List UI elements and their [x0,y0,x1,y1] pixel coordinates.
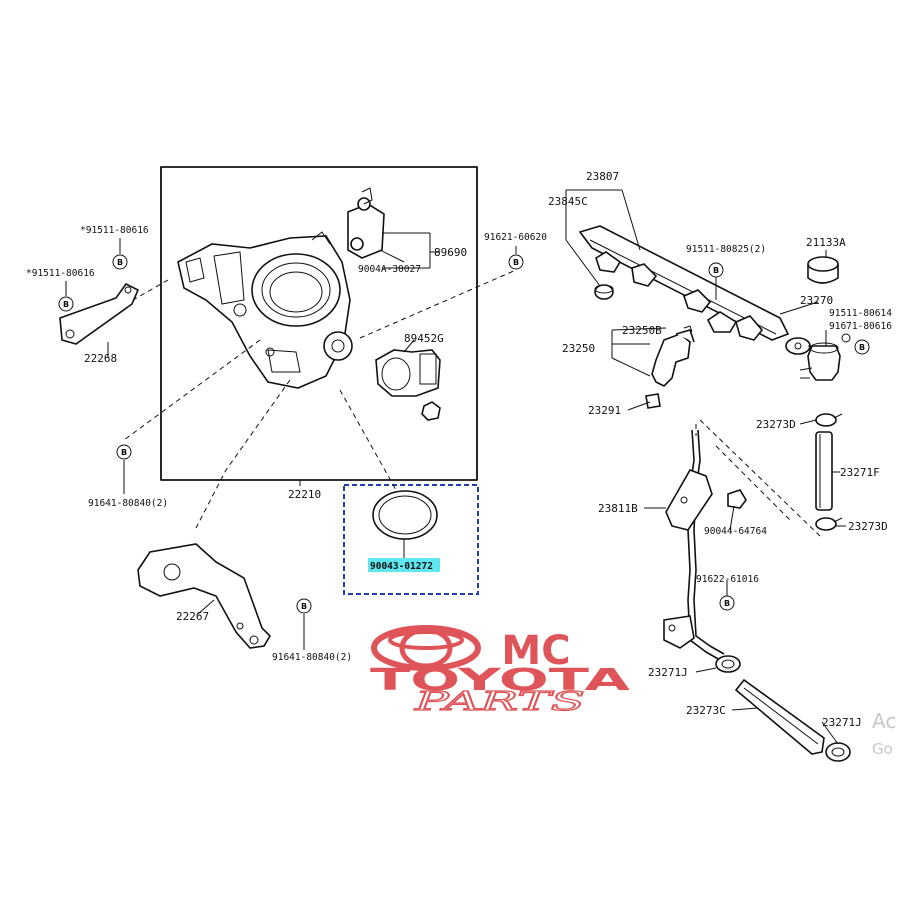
part-label-91671-80616[interactable]: 91671-80616 [829,321,892,332]
part-label-23271f[interactable]: 23271F [840,466,880,479]
part-label-23271j-upper[interactable]: 23271J [648,666,688,679]
leader-pipe-clip [715,445,791,521]
throttle-body-gasket[interactable] [372,490,438,540]
part-label-91621-60620[interactable]: 91621-60620 [484,232,547,243]
part-label-89690[interactable]: 89690 [434,246,467,259]
part-label-23807[interactable]: 23807 [586,170,619,183]
bolt-marker-icon: B [708,262,724,278]
idle-speed-control-valve[interactable] [347,187,440,269]
svg-text:B: B [301,602,307,611]
fuel-rail-insulator[interactable] [594,284,614,300]
bolt-marker-icon: B [58,296,74,312]
clip-90044-64764[interactable] [727,489,747,509]
part-label-23250b[interactable]: 23250B [622,324,662,337]
activation-notice-line1: Ac [872,709,896,733]
watermark: MC TOYOTA PARTS [370,625,632,718]
part-label-23250[interactable]: 23250 [562,342,595,355]
part-label-91511-80825[interactable]: 91511-80825(2) [686,244,766,255]
part-label-91511-80614[interactable]: 91511-80614 [829,308,892,319]
bolt-marker-icon: B [719,595,735,611]
svg-text:B: B [121,448,127,457]
part-label-23271j-lower[interactable]: 23271J [822,716,862,729]
svg-text:B: B [63,300,69,309]
bracket-22268[interactable] [59,282,140,345]
part-label-23273d-upper[interactable]: 23273D [756,418,796,431]
leader-bolt-left [123,339,261,441]
svg-text:B: B [713,266,719,275]
part-label-21133a[interactable]: 21133A [806,236,846,249]
fuel-pipe-23811b[interactable] [663,429,725,661]
svg-text:B: B [117,258,123,267]
part-number-highlight [368,558,440,572]
hose-clamp-lower[interactable] [815,517,843,531]
watermark-brand: MC [501,628,570,674]
throttle-body-group-box [160,166,478,481]
part-label-23270[interactable]: 23270 [800,294,833,307]
fuel-hose-23271f[interactable] [815,431,833,511]
gasket-highlight-box [343,484,479,595]
bolt-marker-icon: B [296,598,312,614]
part-label-91622-61016[interactable]: 91622-61016 [696,574,759,585]
fuel-injector[interactable] [645,325,695,409]
toyota-logo-icon [371,625,481,671]
part-label-23273c[interactable]: 23273C [686,704,726,717]
svg-text:B: B [513,258,519,267]
leader-throttle-to-bracket [195,379,291,529]
hose-clamp-upper[interactable] [815,413,843,427]
part-label-91641-80840-lower[interactable]: 91641-80840(2) [272,652,352,663]
hose-clamp-23271j-lower[interactable] [825,742,851,762]
label-leaders [65,189,846,745]
hose-clamp-23271j-upper[interactable] [715,655,741,673]
part-label-90044-64764[interactable]: 90044-64764 [704,526,767,537]
bolt-marker-icon: B [508,254,524,270]
throttle-body[interactable] [177,231,353,389]
part-label-22267[interactable]: 22267 [176,610,209,623]
bolt-markers: B B B B B B B B [58,254,870,614]
cap-21133a[interactable] [807,256,839,284]
leader-throttle-to-gasket [339,389,397,491]
part-label-91641-80840-upper[interactable]: 91641-80840(2) [88,498,168,509]
part-label-90043-01272[interactable]: 90043-01272 [370,561,433,572]
svg-text:B: B [724,599,730,608]
fuel-delivery-pipe[interactable] [578,225,811,355]
fuel-hose-23273c[interactable] [734,678,825,755]
part-label-91511-80616-lower[interactable]: *91511-80616 [26,268,95,279]
part-label-23291[interactable]: 23291 [588,404,621,417]
part-label-9004a-30027[interactable]: 9004A-30027 [358,264,421,275]
part-label-23845c[interactable]: 23845C [548,195,588,208]
bracket-22267[interactable] [137,543,272,649]
part-label-89452g[interactable]: 89452G [404,332,444,345]
part-label-91511-80616-upper[interactable]: *91511-80616 [80,225,149,236]
throttle-position-sensor[interactable] [375,349,441,421]
part-label-23811b[interactable]: 23811B [598,502,638,515]
part-labels: 23807 23845C 91511-80825(2) 21133A 23270… [26,170,892,729]
leader-bolt-right [359,269,517,339]
leader-23270 [779,301,819,315]
bolt-marker-icon: B [116,444,132,460]
watermark-line1: TOYOTA [370,663,632,698]
watermark-line2: PARTS [413,687,585,717]
svg-text:B: B [859,343,865,352]
leader-pipe-to-hose [699,419,821,537]
part-label-23273d-lower[interactable]: 23273D [848,520,888,533]
part-label-22210[interactable]: 22210 [288,488,321,501]
activation-notice-line2: Go [872,740,893,758]
bolt-marker-icon: B [854,339,870,355]
part-label-22268[interactable]: 22268 [84,352,117,365]
fuel-pressure-regulator[interactable] [799,333,851,381]
bolt-marker-icon: B [112,254,128,270]
